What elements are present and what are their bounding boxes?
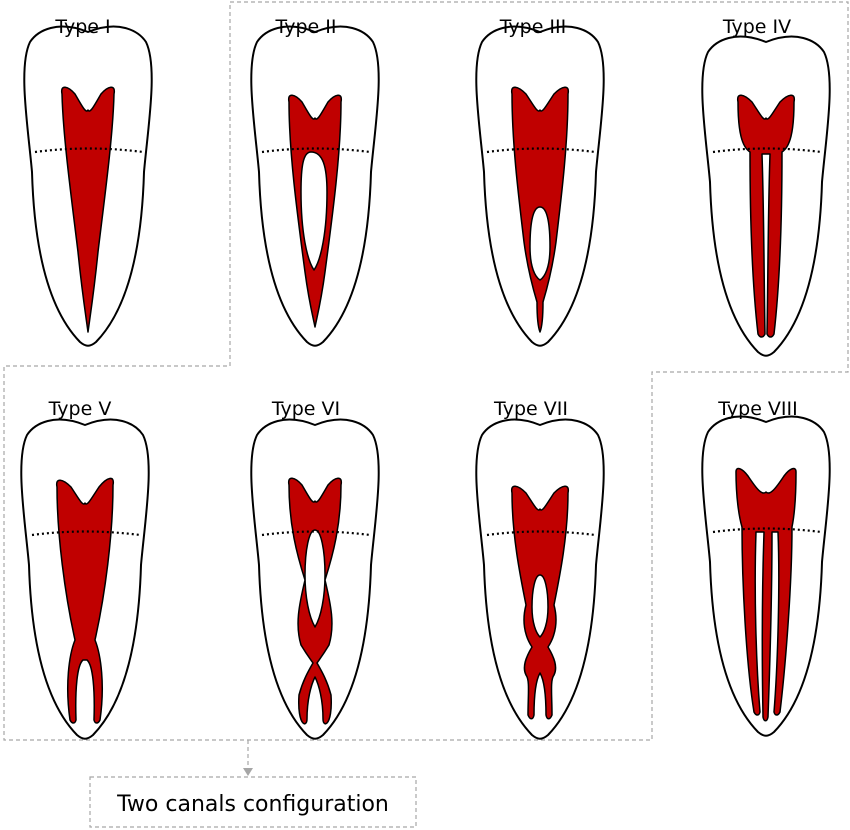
type-label-6: Type VI <box>271 398 340 420</box>
type-label-3: Type III <box>499 16 567 38</box>
cej-line-type-2 <box>261 147 371 154</box>
cej-line-type-7 <box>486 530 596 537</box>
cej-line-type-4 <box>712 147 822 154</box>
canal-type-8 <box>735 467 797 722</box>
tooth-type-8 <box>701 415 831 737</box>
type-label-2: Type II <box>275 16 337 38</box>
canal-type-4 <box>736 94 796 338</box>
tooth-type-7 <box>475 418 605 740</box>
tooth-type-5 <box>20 418 150 740</box>
tooth-type-6 <box>250 418 380 740</box>
cej-line-type-1 <box>34 147 144 154</box>
cej-line-type-6 <box>261 530 371 537</box>
type-label-1: Type I <box>54 16 110 38</box>
tooth-type-1 <box>23 25 153 347</box>
tooth-type-3 <box>475 25 605 347</box>
cej-line-type-5 <box>31 530 141 537</box>
canal-type-2 <box>287 94 343 328</box>
type-label-4: Type IV <box>722 16 791 38</box>
tooth-type-4 <box>701 35 831 357</box>
cej-line-type-3 <box>486 147 596 154</box>
canal-type-7 <box>510 485 570 720</box>
caption-text: Two canals configuration <box>116 792 389 817</box>
type-label-5: Type V <box>48 398 112 420</box>
canal-type-3 <box>510 86 570 333</box>
caption-arrow <box>243 740 253 776</box>
cej-line-type-8 <box>712 527 822 534</box>
two-canals-group-frame <box>3 1 849 741</box>
tooth-type-2 <box>250 25 380 347</box>
caption-box <box>89 776 417 828</box>
canal-type-5 <box>55 477 115 724</box>
type-label-7: Type VII <box>493 398 568 420</box>
canal-type-6 <box>287 477 343 725</box>
type-label-8: Type VIII <box>717 398 798 420</box>
